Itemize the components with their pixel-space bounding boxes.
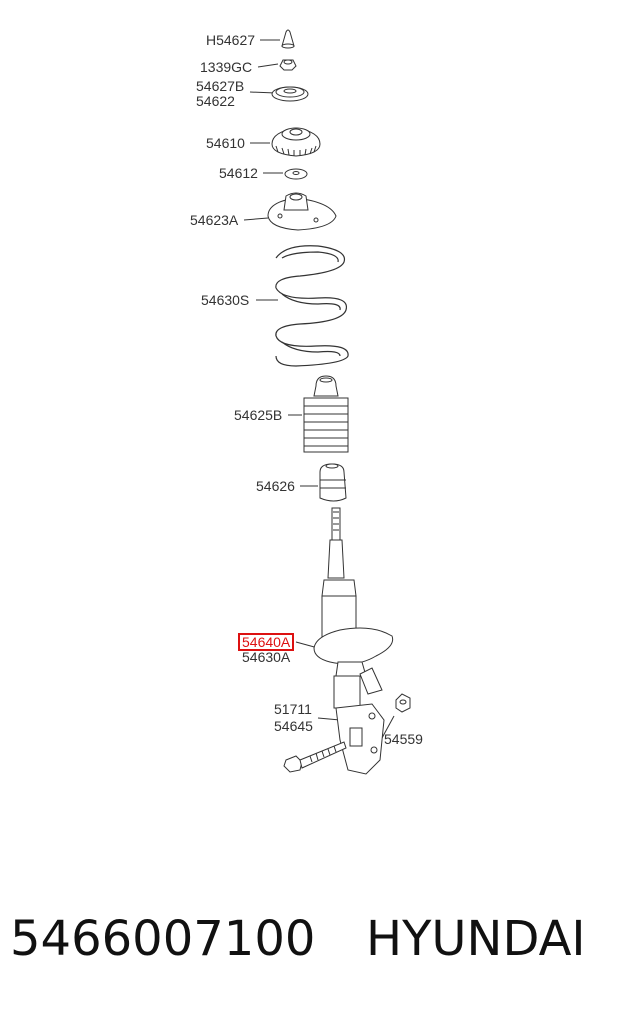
strut-assembly-drawing — [243, 29, 411, 775]
label-54610: 54610 — [206, 135, 245, 151]
exploded-parts-diagram: H54627 1339GC 54627B 54622 54610 54612 5… — [190, 29, 423, 775]
label-54625b: 54625B — [234, 407, 283, 423]
label-h54627: H54627 — [206, 32, 256, 48]
product-footer: 5466007100 HYUNDAI — [0, 905, 620, 975]
brand-name: HYUNDAI — [366, 911, 586, 967]
label-54559: 54559 — [384, 731, 423, 747]
label-54640a-highlighted[interactable]: 54640A — [238, 633, 295, 651]
label-51711: 51711 — [274, 701, 312, 717]
label-54626: 54626 — [256, 478, 295, 494]
label-1339gc: 1339GC — [200, 59, 253, 75]
label-54612: 54612 — [219, 165, 258, 181]
label-54622: 54622 — [196, 93, 235, 109]
label-54645: 54645 — [274, 718, 313, 734]
part-number: 5466007100 — [10, 911, 316, 967]
label-54630a: 54630A — [242, 649, 291, 665]
label-54630s: 54630S — [201, 292, 250, 308]
label-54623a: 54623A — [190, 212, 239, 228]
label-54627b: 54627B — [196, 78, 245, 94]
